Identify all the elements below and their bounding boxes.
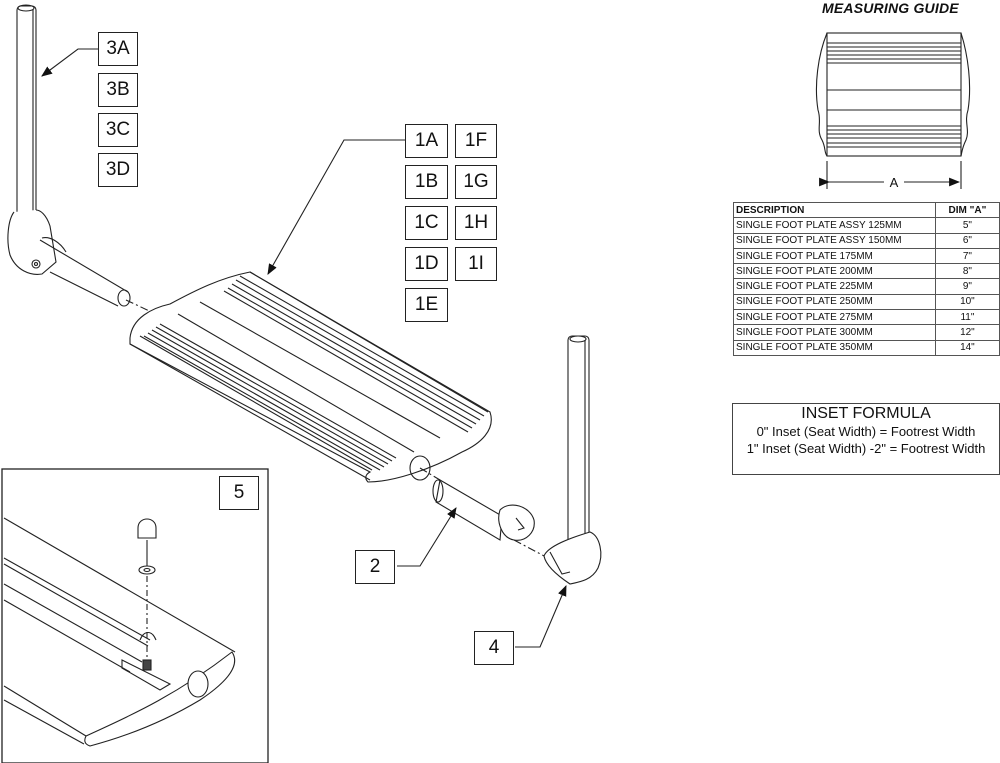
row-description: SINGLE FOOT PLATE 350MM [733,339,936,356]
callout-3b: 3B [98,73,138,107]
row-dim: 12" [934,324,1000,341]
row-dim: 7" [934,247,1000,265]
callout-2: 2 [355,550,395,584]
row-dim: 6" [934,232,1000,249]
row-dim: 10" [934,293,1000,311]
table-header-row: DESCRIPTION DIM "A" [733,201,1000,219]
right-hanger-part [543,335,602,585]
callout-1g: 1G [455,165,497,199]
callout-1d: 1D [405,247,448,281]
row-dim: 8" [934,263,1000,280]
axle-part [432,479,535,541]
measuring-guide-title: MEASURING GUIDE [822,0,959,16]
inset-formula-line: 1" Inset (Seat Width) -2" = Footrest Wid… [746,441,986,456]
callout-3a: 3A [98,32,138,66]
callout-1i: 1I [455,247,497,281]
callout-4: 4 [474,631,514,665]
dimension-table: DESCRIPTION DIM "A" SINGLE FOOT PLATE AS… [733,201,1000,356]
detail-5-inset [1,468,269,763]
callout-3d: 3D [98,153,138,187]
callout-1h: 1H [455,206,497,240]
callout-1b: 1B [405,165,448,199]
measuring-guide-plate [815,32,971,189]
header-description: DESCRIPTION [733,201,936,219]
row-description: SINGLE FOOT PLATE 175MM [733,247,936,265]
row-dim: 9" [934,278,1000,295]
row-description: SINGLE FOOT PLATE 300MM [733,324,936,341]
row-dim: 14" [934,339,1000,356]
callout-5: 5 [219,476,259,510]
row-description: SINGLE FOOT PLATE 225MM [733,278,936,295]
callout-1a: 1A [405,124,448,158]
row-description: SINGLE FOOT PLATE 275MM [733,309,936,326]
header-dim-a: DIM "A" [934,201,1000,219]
callout-3c: 3C [98,113,138,147]
callout-1c: 1C [405,206,448,240]
row-description: SINGLE FOOT PLATE ASSY 150MM [733,232,936,249]
callout-1f: 1F [455,124,497,158]
row-dim: 11" [934,309,1000,326]
row-description: SINGLE FOOT PLATE ASSY 125MM [733,217,936,234]
row-description: SINGLE FOOT PLATE 200MM [733,263,936,280]
footplate-part [129,271,492,483]
callout-1e: 1E [405,288,448,322]
inset-formula-line: 0" Inset (Seat Width) = Footrest Width [756,424,976,439]
dimension-a-label: A [890,175,899,190]
left-hanger-part [7,4,131,307]
row-dim: 5" [934,217,1000,234]
inset-formula-title: INSET FORMULA [801,405,931,422]
inset-formula-box: INSET FORMULA 0" Inset (Seat Width) = Fo… [732,403,1000,475]
row-description: SINGLE FOOT PLATE 250MM [733,293,936,311]
